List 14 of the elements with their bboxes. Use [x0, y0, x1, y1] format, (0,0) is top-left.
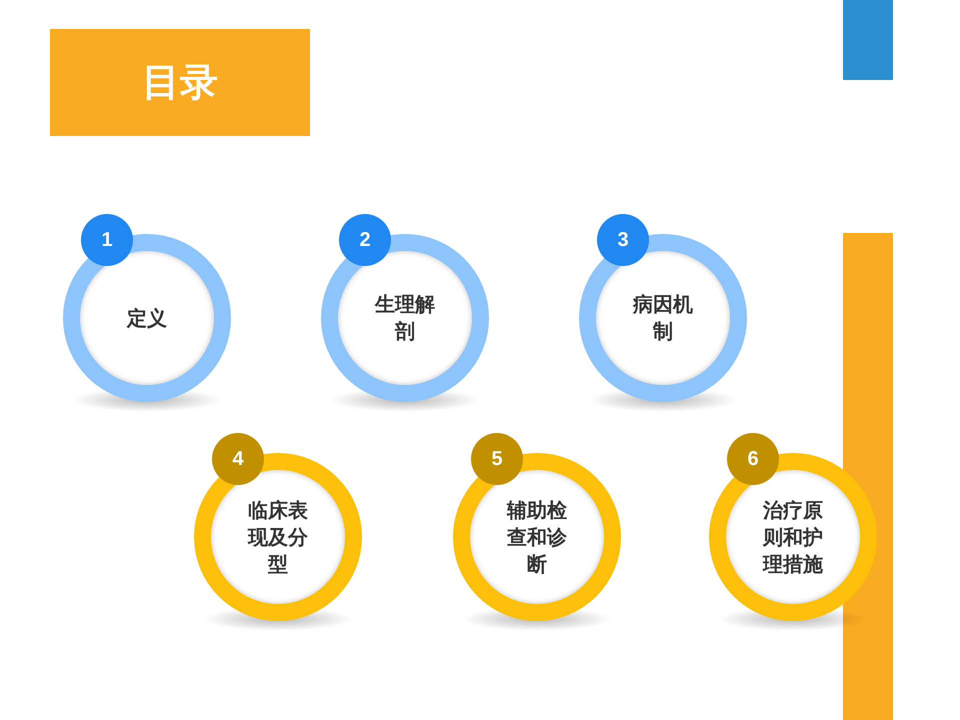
topic-label: 治疗原则和护理措施 [762, 496, 824, 578]
number-badge: 2 [339, 214, 391, 266]
topic-label: 病因机制 [632, 291, 694, 345]
topic-label: 辅助检查和诊断 [506, 496, 568, 578]
number-badge: 4 [212, 433, 264, 485]
number-badge: 3 [597, 214, 649, 266]
accent-bar [843, 0, 893, 80]
number-badge: 5 [471, 433, 523, 485]
number-badge: 6 [727, 433, 779, 485]
topic-label: 生理解剖 [374, 291, 436, 345]
number-badge: 1 [81, 214, 133, 266]
topic-label: 临床表现及分型 [246, 496, 309, 578]
title: 目录 [142, 59, 218, 106]
topic-label: 定义 [126, 304, 168, 332]
